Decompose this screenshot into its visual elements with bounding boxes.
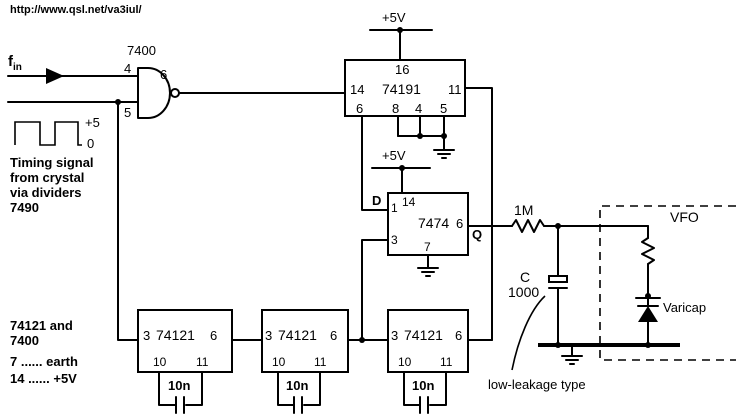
ff-pin-14: 14 — [402, 195, 416, 209]
counter-pin-14: 14 — [350, 82, 364, 97]
ff-pin-3: 3 — [391, 233, 398, 247]
ff-pin-1: 1 — [391, 201, 398, 215]
svg-text:via dividers: via dividers — [10, 185, 82, 200]
svg-text:10n: 10n — [412, 378, 434, 393]
counter-pin-11: 11 — [448, 82, 462, 97]
ff-pin-7: 7 — [424, 240, 431, 254]
resistor-label: 1M — [514, 202, 533, 218]
waveform-high-label: +5 — [85, 115, 100, 130]
timing-cap-3: 10n — [403, 371, 447, 414]
timing-waveform: +5 0 — [14, 115, 100, 151]
svg-text:14 ...... +5V: 14 ...... +5V — [10, 371, 77, 386]
vfo-label: VFO — [670, 209, 699, 225]
varicap-label: Varicap — [663, 300, 706, 315]
counter-pin-8: 8 — [392, 101, 399, 116]
vfo-box: VFO — [599, 205, 736, 361]
svg-text:74121: 74121 — [156, 327, 195, 343]
ff-pin-d: D — [372, 193, 381, 208]
fin-label: f — [8, 53, 14, 70]
supply-rail-ff: +5V — [371, 148, 431, 194]
svg-text:10n: 10n — [168, 378, 190, 393]
leakage-label: low-leakage type — [488, 377, 586, 392]
svg-text:11: 11 — [314, 355, 327, 369]
timing-cap-2: 10n — [277, 371, 321, 414]
timing-note: Timing signal from crystal via dividers … — [10, 155, 94, 215]
svg-text:10n: 10n — [286, 378, 308, 393]
flipflop-7474: 7474 D 1 14 6 Q 3 7 — [372, 192, 482, 256]
svg-text:11: 11 — [196, 355, 209, 369]
svg-text:74121: 74121 — [278, 327, 317, 343]
svg-text:10: 10 — [272, 355, 286, 369]
fin-input: fin — [7, 53, 139, 84]
ff-pin-6: 6 — [456, 216, 463, 231]
capacitor-c: C 1000 — [508, 225, 568, 346]
ff-pin-q: Q — [472, 227, 482, 242]
nand-gate-7400: 7400 4 5 6 — [124, 43, 180, 120]
ff-part-label: 7474 — [418, 215, 449, 231]
power-note: 74121 and 7400 7 ...... earth 14 ...... … — [10, 318, 78, 386]
ground-bus — [538, 342, 680, 365]
svg-text:74121: 74121 — [404, 327, 443, 343]
gate-pin-6: 6 — [160, 67, 167, 82]
supply-ff-label: +5V — [382, 148, 406, 163]
svg-text:fin: fin — [8, 53, 22, 73]
counter-pin-5: 5 — [440, 101, 447, 116]
svg-text:from crystal: from crystal — [10, 170, 84, 185]
counter-74191: 74191 16 14 11 6 8 4 5 — [344, 59, 466, 117]
counter-pin-16: 16 — [395, 62, 409, 77]
svg-text:7 ...... earth: 7 ...... earth — [10, 354, 78, 369]
capacitor-value: 1000 — [508, 284, 539, 300]
svg-text:6: 6 — [210, 328, 217, 343]
svg-text:3: 3 — [391, 328, 398, 343]
varicap-branch: Varicap — [635, 225, 706, 346]
ff-ground — [417, 254, 439, 277]
fin-subscript: in — [13, 62, 22, 73]
counter-pin-4: 4 — [415, 101, 422, 116]
waveform-low-label: 0 — [87, 136, 94, 151]
svg-text:10: 10 — [153, 355, 167, 369]
counter-part-label: 74191 — [382, 81, 421, 97]
svg-text:3: 3 — [265, 328, 272, 343]
svg-text:3: 3 — [143, 328, 150, 343]
counter-pin-6: 6 — [356, 101, 363, 116]
monostable-2: 3 74121 6 10 11 — [261, 309, 349, 373]
leakage-note: low-leakage type — [488, 295, 586, 392]
gate-pin-4: 4 — [124, 61, 131, 76]
gate-pin-5: 5 — [124, 105, 131, 120]
svg-text:6: 6 — [330, 328, 337, 343]
svg-text:Timing signal: Timing signal — [10, 155, 94, 170]
capacitor-label: C — [520, 269, 530, 285]
svg-text:6: 6 — [455, 328, 462, 343]
supply-rail-top: +5V — [369, 10, 433, 61]
svg-text:7400: 7400 — [10, 333, 39, 348]
gate-part-label: 7400 — [127, 43, 156, 58]
monostable-3: 3 74121 6 10 11 — [387, 309, 469, 373]
svg-text:10: 10 — [398, 355, 412, 369]
monostable-1: 3 74121 6 10 11 — [137, 309, 233, 373]
svg-text:7490: 7490 — [10, 200, 39, 215]
source-url: http://www.qsl.net/va3iul/ — [10, 4, 142, 16]
svg-text:11: 11 — [440, 355, 453, 369]
svg-text:74121 and: 74121 and — [10, 318, 73, 333]
resistor-1m: 1M — [511, 202, 545, 233]
timing-cap-1: 10n — [158, 371, 203, 414]
supply-top-label: +5V — [382, 10, 406, 25]
counter-ground-tie — [397, 115, 455, 159]
